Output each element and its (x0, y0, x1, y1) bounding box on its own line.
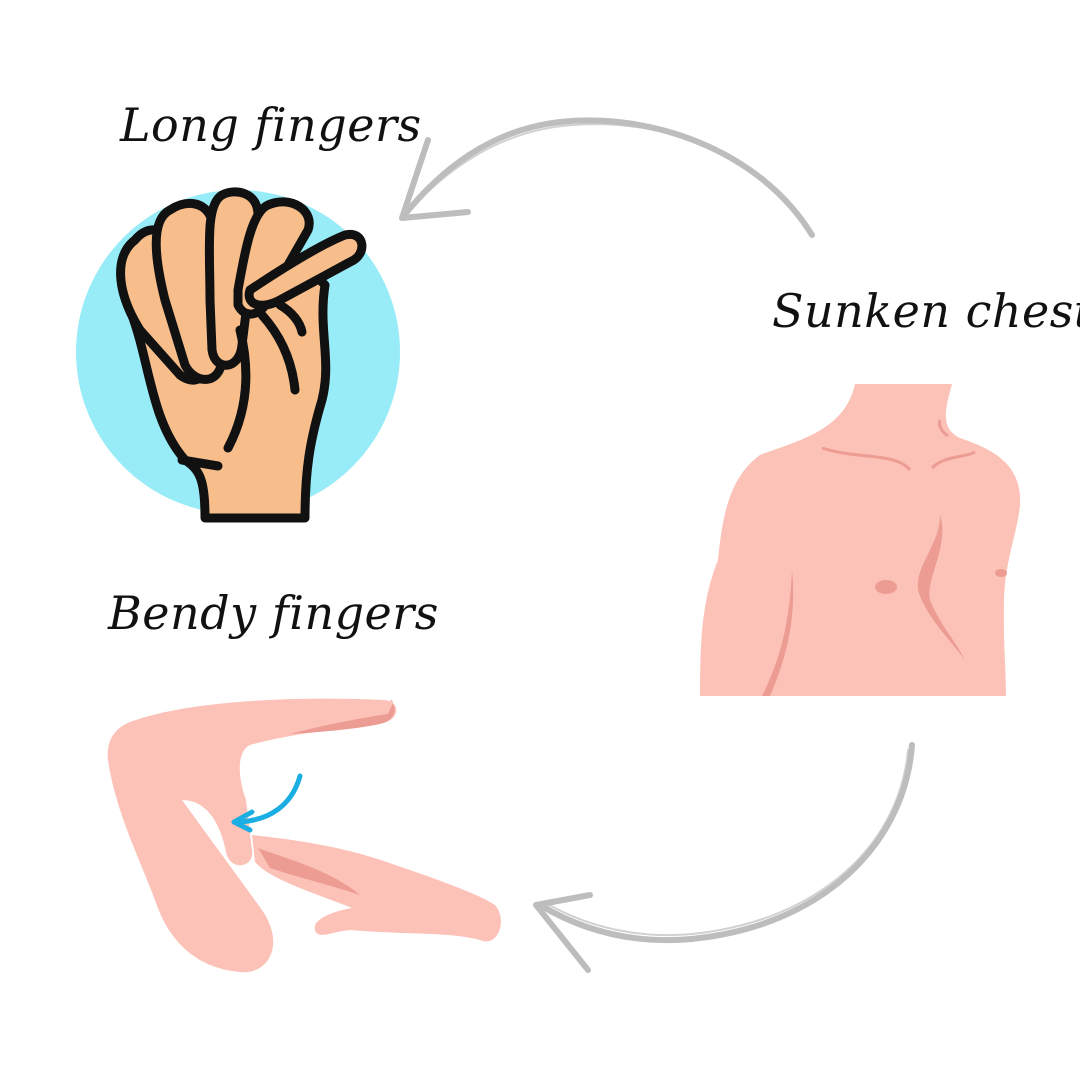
hand-lower-finger-shade (258, 848, 360, 895)
cycle-arrow-top (399, 117, 815, 238)
torso-clavicle-right (930, 450, 976, 470)
torso-body (700, 384, 1021, 696)
bend-direction-arrow (237, 773, 303, 825)
clenched-fist-icon (76, 187, 400, 523)
torso-nipple-left (875, 580, 897, 594)
fist-crease-3 (275, 300, 307, 337)
torso-arm-crease (762, 570, 794, 696)
fist-wrist-line (177, 455, 223, 471)
fist-crease-1 (223, 325, 251, 453)
cycle-arrow-top-head (399, 137, 471, 221)
hand-upper-finger-shade (290, 700, 395, 734)
hand-lower-finger (252, 835, 501, 942)
cycle-arrow-bottom-head (533, 892, 593, 973)
cycle-arrow-top-arc (399, 117, 815, 238)
hand-upper-finger (107, 698, 397, 973)
fist-thumb (244, 229, 367, 310)
torso-chest-icon (700, 384, 1021, 696)
cycle-arrow-bottom (533, 742, 915, 973)
bent-fingers-hand-icon (107, 698, 501, 973)
cycle-arrow-bottom-arc (537, 742, 915, 943)
torso-neck-shadow (938, 419, 949, 438)
label-bendy-fingers: Bendy fingers (108, 586, 439, 640)
cycle-arrow-bottom-arc-texture (543, 749, 909, 937)
fist-crease-2 (257, 310, 300, 395)
label-sunken-chest: Sunken chest (772, 284, 1080, 338)
torso-nipple-right (995, 569, 1007, 577)
cycle-arrow-top-arc-texture (405, 123, 809, 231)
sunken-sternum (917, 515, 965, 660)
label-long-fingers: Long fingers (120, 98, 422, 152)
torso-clavicle-left (821, 446, 912, 472)
bend-direction-arrow-head (231, 809, 255, 833)
